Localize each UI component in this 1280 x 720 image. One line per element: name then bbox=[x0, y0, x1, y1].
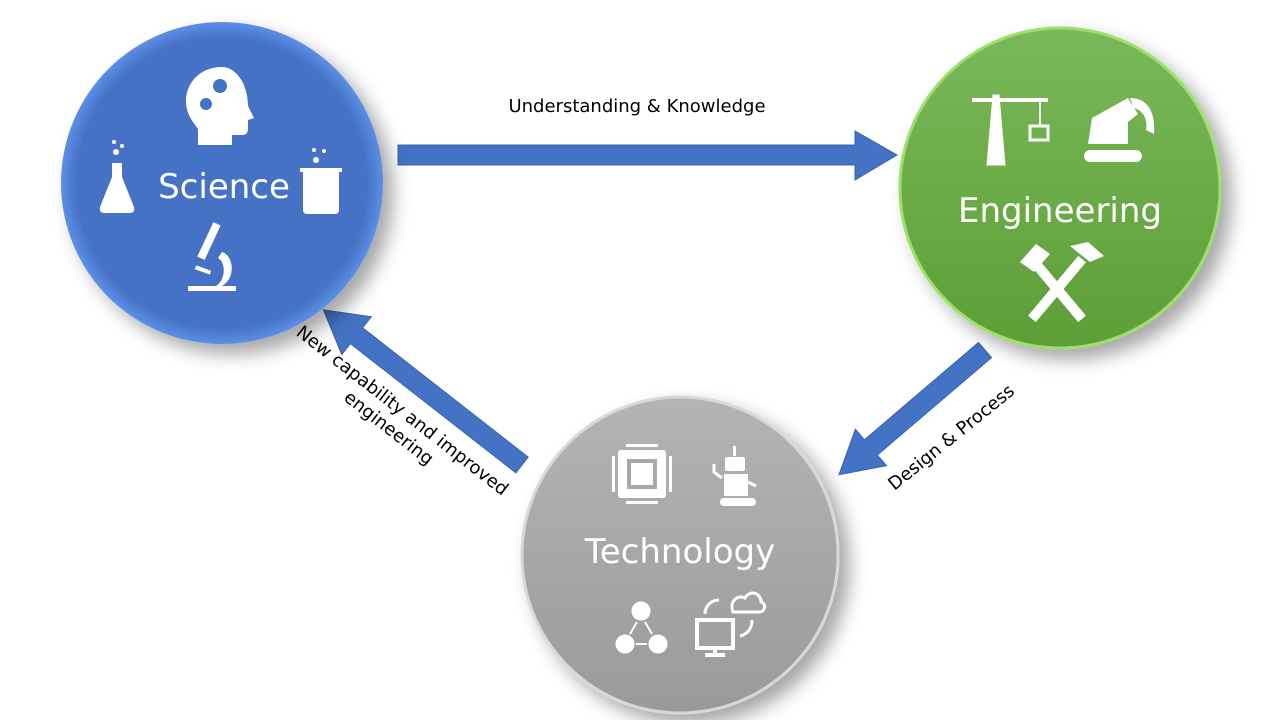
label-understanding-knowledge: Understanding & Knowledge bbox=[508, 96, 765, 117]
hammer-pick-icon bbox=[1020, 242, 1104, 323]
technology-title: Technology bbox=[584, 532, 775, 572]
robot-icon bbox=[712, 446, 757, 506]
beaker-icon bbox=[300, 148, 342, 214]
user-network-icon bbox=[615, 601, 668, 654]
node-engineering: Engineering bbox=[898, 26, 1222, 350]
label-new-capability-line1: New capability and improved bbox=[292, 322, 512, 500]
cloud-computer-sync-icon bbox=[695, 591, 767, 657]
head-gears-icon bbox=[186, 67, 254, 145]
arrow-science-to-engineering bbox=[397, 130, 898, 181]
excavator-icon bbox=[1084, 98, 1155, 162]
engineering-title: Engineering bbox=[958, 191, 1162, 231]
arrow-technology-to-science bbox=[322, 309, 529, 474]
arrow-engineering-to-technology bbox=[838, 341, 993, 476]
cpu-chip-icon bbox=[612, 444, 672, 504]
node-science: Science bbox=[61, 22, 383, 344]
label-design-process: Design & Process bbox=[884, 381, 1018, 495]
science-title: Science bbox=[158, 167, 290, 207]
flask-icon bbox=[99, 140, 135, 213]
node-technology: Technology bbox=[520, 395, 840, 715]
microscope-icon bbox=[188, 222, 236, 291]
crane-icon bbox=[972, 94, 1050, 166]
